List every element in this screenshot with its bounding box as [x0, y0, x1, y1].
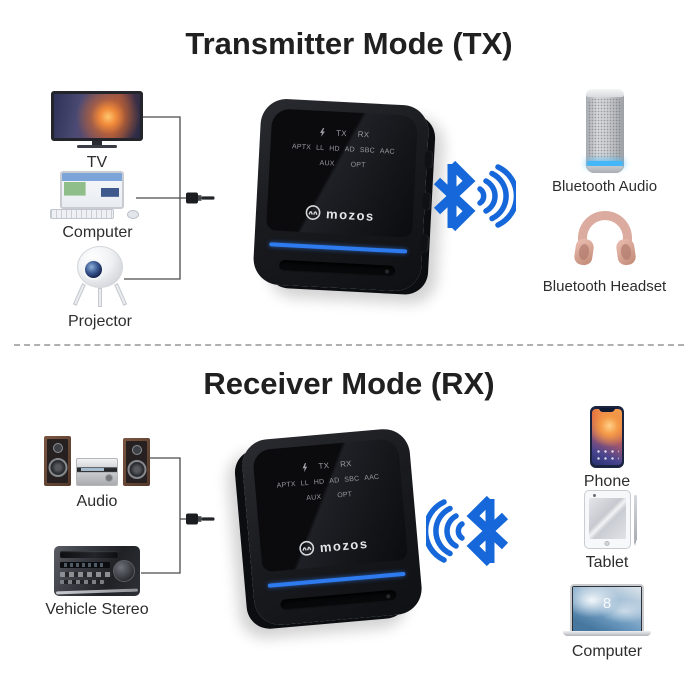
computer-icon: [50, 171, 145, 219]
source-audio-system: Audio: [44, 433, 150, 511]
device-led-stripe: [269, 242, 408, 254]
target-bluetooth-audio: Bluetooth Audio: [547, 89, 662, 195]
target-laptop: 8 Computer: [563, 584, 651, 661]
indicator: TX: [318, 461, 330, 471]
indicator: RX: [339, 459, 352, 470]
indicator: LL: [315, 144, 325, 153]
source-label: Vehicle Stereo: [45, 601, 149, 618]
target-tablet: Tablet: [564, 490, 650, 572]
device-display: TX RX APTX LL HD AD SBC AAC AUX OPT mo: [252, 437, 409, 573]
section-divider: [14, 344, 684, 346]
target-label: Bluetooth Headset: [542, 278, 667, 295]
phone-icon: [590, 406, 624, 468]
laptop-icon: 8: [563, 584, 651, 638]
charging-bolt-icon: [302, 463, 308, 473]
indicator: AAC: [364, 473, 380, 482]
mozos-logo-icon: [299, 540, 315, 556]
car-stereo-icon: [54, 546, 140, 596]
hifi-audio-icon: [44, 433, 150, 488]
brand-logo-text: mozos: [325, 205, 376, 224]
source-label: Computer: [62, 224, 133, 241]
source-tv: TV: [47, 91, 147, 172]
indicator: APTX: [291, 143, 312, 152]
target-label: Phone: [583, 473, 631, 490]
mozos-receiver-device: TX RX APTX LL HD AD SBC AAC AUX OPT mo: [240, 427, 424, 627]
indicator: OPT: [337, 491, 353, 500]
mozos-logo-icon: [305, 205, 321, 220]
tx-mode-title: Transmitter Mode (TX): [185, 26, 513, 61]
target-bluetooth-headset: Bluetooth Headset: [543, 209, 666, 295]
indicator: SBC: [359, 146, 375, 155]
indicator: AD: [344, 146, 356, 154]
indicator: AAC: [379, 147, 395, 156]
charging-bolt-icon: [319, 127, 325, 137]
device-led-stripe: [267, 571, 406, 588]
target-label: Computer: [571, 643, 643, 660]
aux-cable-plug-icon: [186, 192, 215, 204]
source-vehicle-stereo: Vehicle Stereo: [42, 546, 152, 619]
target-label: Tablet: [585, 554, 629, 571]
indicator: HD: [329, 145, 340, 153]
source-label: TV: [86, 154, 108, 171]
tablet-icon: [583, 490, 637, 549]
indicator: AUX: [306, 493, 322, 503]
mozos-transmitter-device: TX RX APTX LL HD AD SBC AAC AUX OPT mo: [252, 97, 434, 293]
indicator: AD: [329, 477, 340, 486]
rx-mode-title: Receiver Mode (RX): [203, 366, 495, 401]
device-front-slot: [278, 259, 396, 277]
bluetooth-speaker-icon: [585, 89, 624, 173]
tv-icon: [51, 91, 143, 149]
source-label: Projector: [67, 313, 133, 330]
projector-icon: [55, 246, 145, 308]
indicator: TX: [335, 128, 347, 139]
device-side-button: [420, 234, 430, 253]
source-projector: Projector: [55, 246, 145, 331]
source-label: Audio: [76, 493, 118, 510]
indicator: AUX: [319, 159, 335, 168]
bluetooth-signal-icon: [426, 495, 509, 567]
device-display: TX RX APTX LL HD AD SBC AAC AUX OPT mo: [266, 108, 419, 238]
headphones-icon: [572, 209, 637, 273]
aux-cable-plug-icon: [186, 513, 215, 525]
brand-logo-text: mozos: [319, 535, 370, 555]
indicator: OPT: [350, 161, 366, 170]
indicator: APTX: [276, 481, 297, 490]
target-label: Bluetooth Audio: [551, 178, 658, 195]
indicator: HD: [313, 478, 325, 487]
indicator: LL: [300, 479, 310, 488]
indicator: RX: [357, 129, 370, 140]
device-front-slot: [280, 589, 397, 611]
target-phone: Phone: [568, 406, 646, 491]
bluetooth-signal-icon: [433, 160, 516, 232]
laptop-wallpaper-text: 8: [602, 595, 612, 612]
source-computer: Computer: [50, 171, 145, 242]
indicator: SBC: [344, 475, 360, 484]
